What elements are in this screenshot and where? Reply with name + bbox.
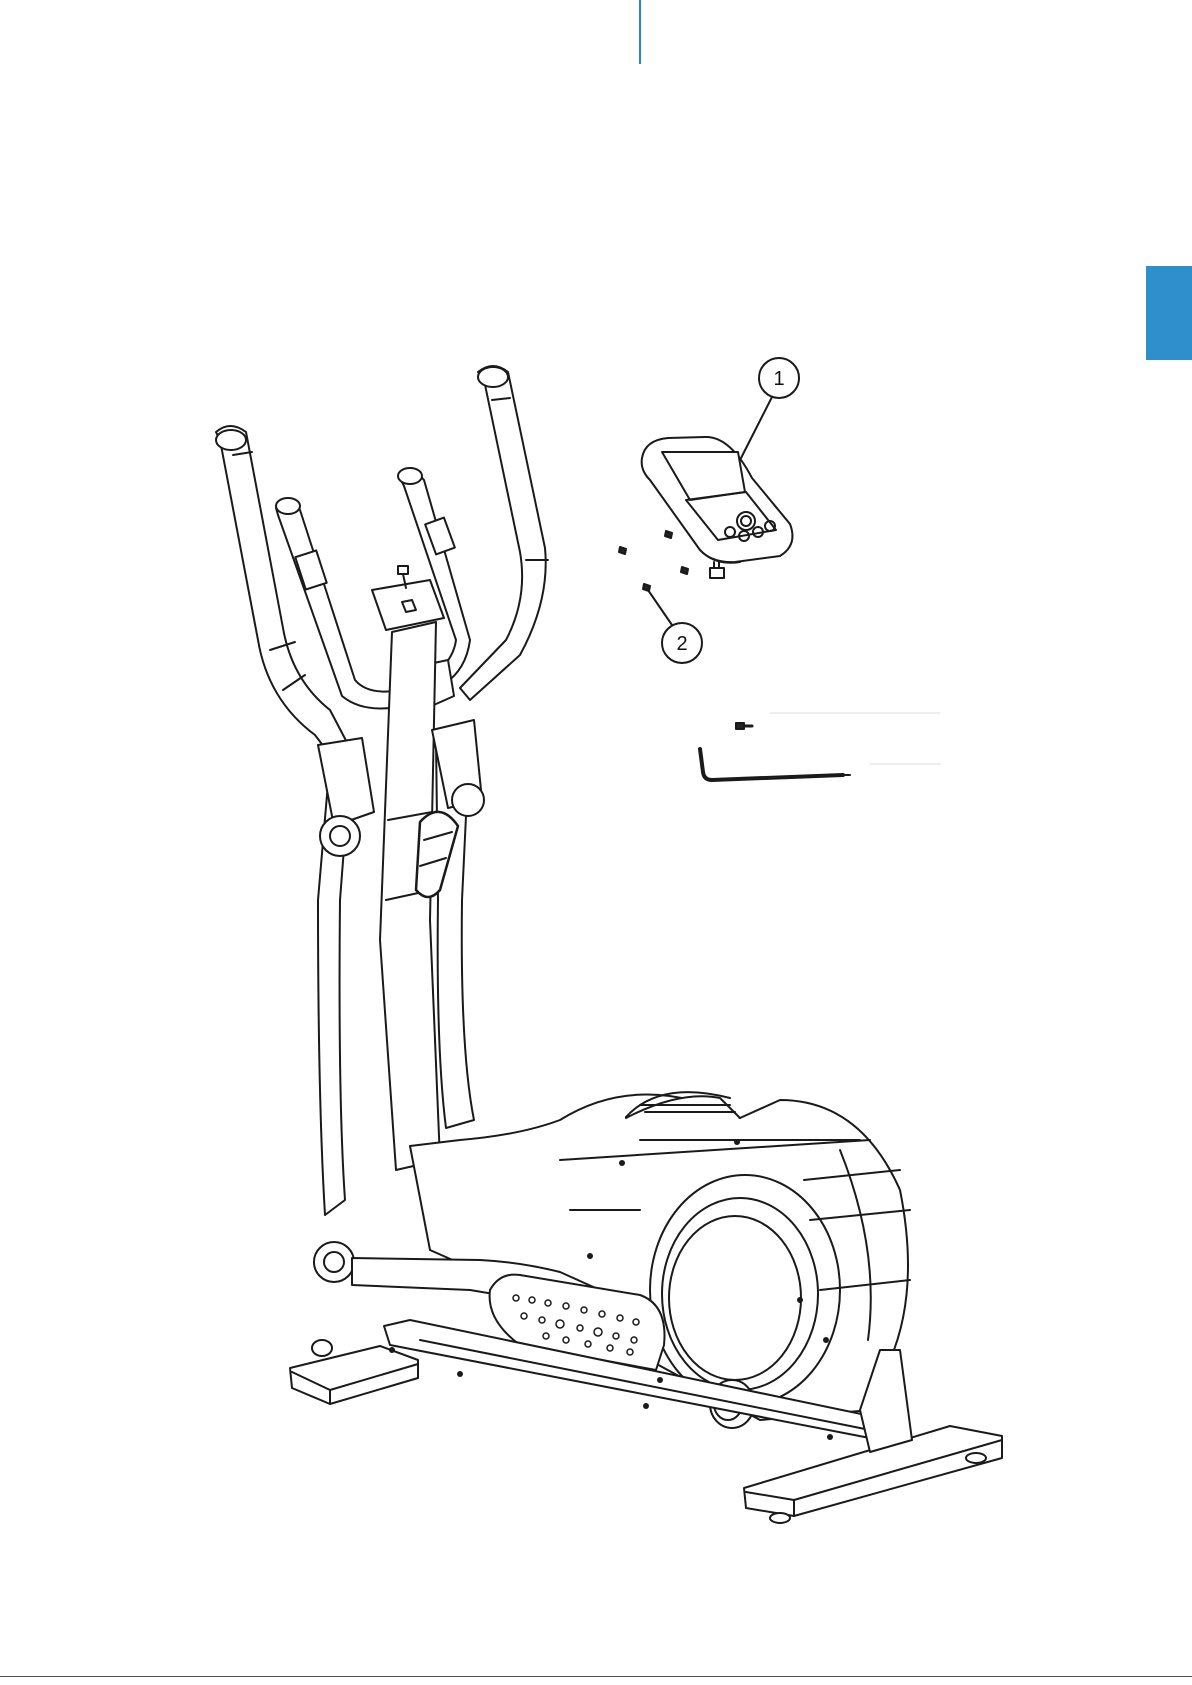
callout-2: 2 (648, 590, 702, 663)
footer-rule (0, 1676, 1192, 1677)
hardware-kit (700, 713, 940, 780)
callout-1-number: 1 (773, 368, 784, 390)
console-screws (619, 531, 688, 591)
callout-2-number: 2 (676, 633, 687, 655)
callout-1: 1 (738, 358, 799, 464)
elliptical-frame (216, 366, 1002, 1523)
console-unit (642, 437, 793, 578)
